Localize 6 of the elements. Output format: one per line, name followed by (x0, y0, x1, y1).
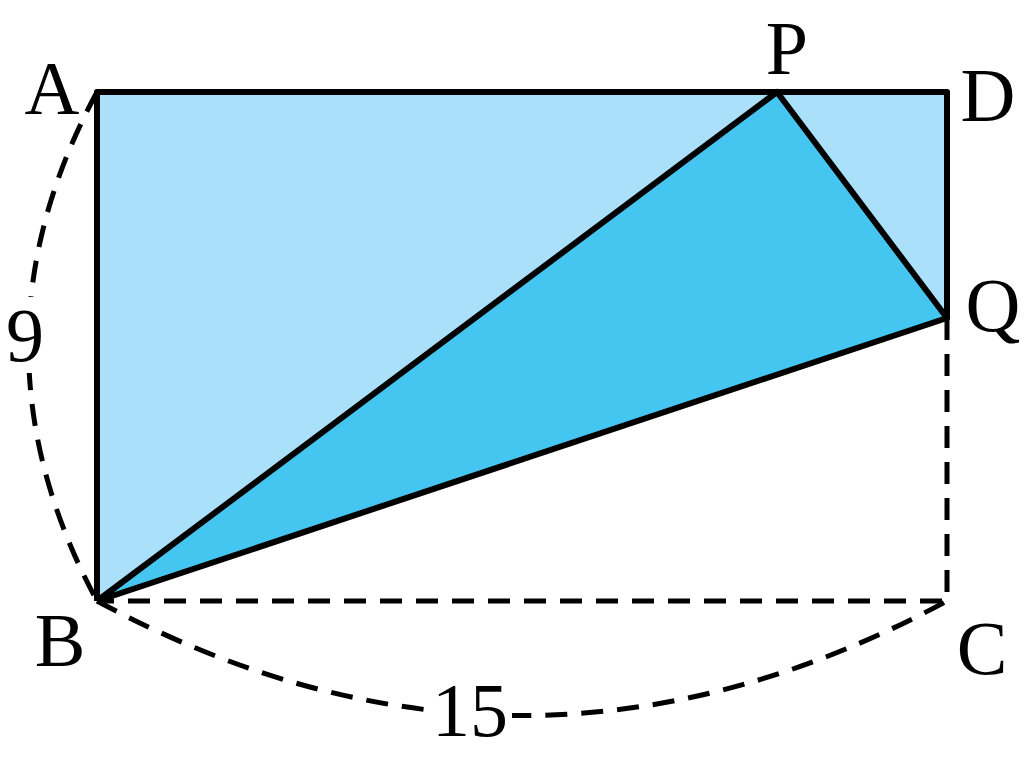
vertex-label: D (959, 57, 1017, 133)
vertex-label: C (955, 610, 1009, 686)
vertex-label: B (33, 602, 87, 678)
vertex-label: Q (964, 267, 1022, 343)
vertex-label: P (764, 10, 810, 86)
vertex-label: A (23, 50, 81, 126)
